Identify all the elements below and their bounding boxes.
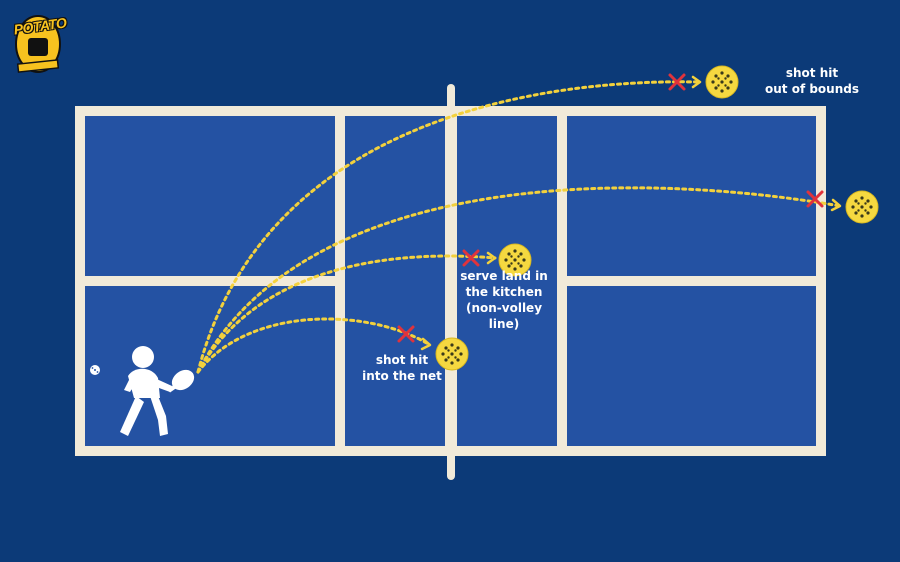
- potato-logo: [15, 15, 61, 73]
- pickleball-ball-icon: [705, 65, 739, 99]
- annotation-line: out of bounds: [765, 82, 859, 96]
- trajectory-out-of-bounds-2: [196, 186, 842, 374]
- net-post: [447, 84, 455, 480]
- annotation-line: shot hit: [785, 66, 839, 80]
- annotation-line: the kitchen: [465, 285, 543, 299]
- pickleball-ball-icon: [845, 190, 879, 224]
- left-service-box-bottom: [85, 286, 335, 446]
- annotation-out-of-bounds: shot hit out of bounds: [752, 65, 872, 97]
- left-kitchen: [345, 116, 445, 446]
- pickleball-player-icon: [120, 346, 195, 436]
- right-service-box-top: [567, 116, 816, 276]
- annotation-line: shot hit: [375, 353, 429, 367]
- annotation-line: into the net: [362, 369, 442, 383]
- annotation-line: line): [488, 317, 520, 331]
- annotation-net: shot hit into the net: [352, 352, 452, 384]
- annotation-kitchen: serve land in the kitchen (non-volley li…: [448, 268, 560, 332]
- right-kitchen: [457, 116, 557, 446]
- trajectory-kitchen: [196, 254, 497, 374]
- annotation-line: (non-volley: [465, 301, 543, 315]
- annotation-line: serve land in: [460, 269, 548, 283]
- right-service-box-bottom: [567, 286, 816, 446]
- small-ball-icon: [90, 365, 100, 375]
- trajectory-out-of-bounds-1: [196, 80, 702, 374]
- arrowheads: [420, 75, 842, 351]
- left-service-box-top: [85, 116, 335, 276]
